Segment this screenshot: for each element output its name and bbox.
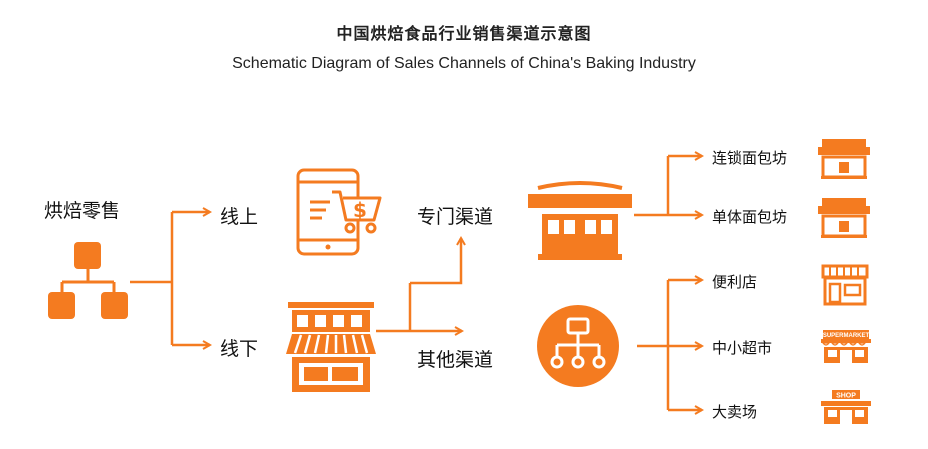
node-convenience-store: 便利店 <box>712 273 758 291</box>
mobile-shopping-icon: $ <box>296 168 382 256</box>
svg-text:$: $ <box>353 198 367 222</box>
title-english: Schematic Diagram of Sales Channels of C… <box>232 55 696 72</box>
bakery-shop-icon <box>818 198 870 238</box>
node-root: 烘焙零售 <box>44 200 121 222</box>
convenience-store-icon <box>821 264 869 306</box>
node-chain-bakery: 连锁面包坊 <box>712 149 788 167</box>
title-chinese: 中国烘焙食品行业销售渠道示意图 <box>336 24 592 43</box>
supermarket-sign-text: SUPERMARKET <box>823 333 870 339</box>
org-chart-circle-icon <box>537 305 619 387</box>
bakery-shop-icon <box>818 139 870 179</box>
supermarket-icon: SUPERMARKET <box>821 330 871 363</box>
hierarchy-icon <box>48 242 128 319</box>
shop-sign-text: SHOP <box>836 393 856 400</box>
market-stall-icon <box>528 181 632 260</box>
node-other-channel: 其他渠道 <box>417 349 494 371</box>
shop-awning-icon <box>286 302 376 392</box>
node-hypermarket: 大卖场 <box>712 403 758 421</box>
shop-building-icon: SHOP <box>821 390 871 424</box>
node-online: 线上 <box>220 206 259 228</box>
node-single-bakery: 单体面包坊 <box>712 208 788 226</box>
node-small-supermarket: 中小超市 <box>712 339 773 357</box>
node-specialty-channel: 专门渠道 <box>417 206 494 228</box>
arrow-specialty <box>410 238 461 285</box>
node-offline: 线下 <box>220 338 259 360</box>
